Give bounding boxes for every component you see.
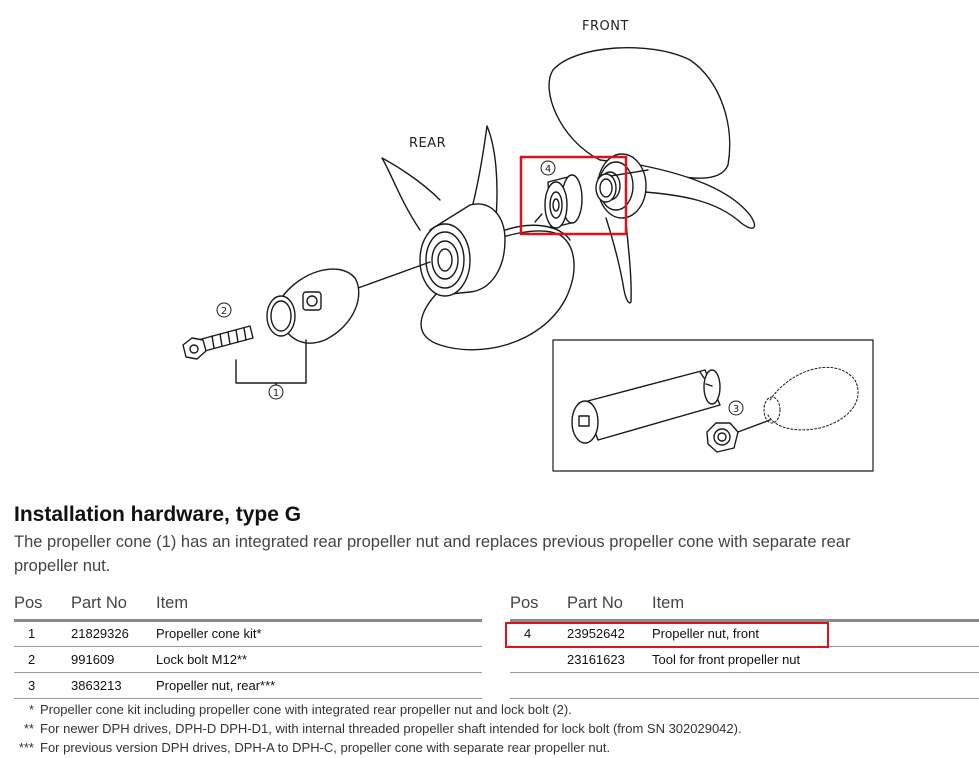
cell-pos: 4 [510, 620, 567, 647]
cell-item: Tool for front propeller nut [652, 646, 979, 673]
front-propeller-nut [534, 173, 617, 229]
cell-part-no: 991609 [71, 646, 156, 673]
header-pos: Pos [14, 594, 71, 622]
section-description: The propeller cone (1) has an integrated… [14, 533, 851, 575]
footnote-text: For previous version DPH drives, DPH-A t… [40, 740, 611, 755]
shaft-line [357, 261, 431, 289]
section-title: Installation hardware, type G [14, 503, 302, 526]
callout-2-label: 2 [221, 306, 227, 317]
cell-pos: 3 [14, 672, 71, 699]
cell-item: Propeller nut, front [652, 620, 979, 647]
table-row: 2 991609 Lock bolt M12** [14, 646, 482, 673]
callout-4-label: 4 [545, 164, 551, 175]
callout-2-circle [216, 302, 232, 318]
footnote-mark: ** [23, 721, 34, 736]
lock-bolt [182, 325, 254, 360]
front-nut-tool [571, 369, 721, 444]
cell-part-no: 23952642 [567, 620, 652, 647]
propeller-cone [266, 268, 360, 344]
table-header-row: Pos Part No Item [14, 594, 482, 622]
cell-pos: 1 [14, 620, 71, 647]
tool-inset-frame [552, 339, 874, 472]
cell-part-no: 23161623 [567, 646, 652, 673]
header-item: Item [652, 594, 979, 622]
header-part-no: Part No [567, 594, 652, 622]
propeller-exploded-diagram: 2 1 4 3 FRONT REAR [182, 19, 874, 472]
cell-item: Lock bolt M12** [156, 646, 482, 673]
inset-guide-line [737, 419, 771, 433]
cell-item: Propeller cone kit* [156, 620, 482, 647]
footnotes: * Propeller cone kit including propeller… [14, 700, 742, 757]
cell-pos [510, 646, 567, 673]
cell-pos: 2 [14, 646, 71, 673]
callout-1-circle [268, 384, 284, 400]
cell-part-no: 3863213 [71, 672, 156, 699]
header-part-no: Part No [71, 594, 156, 622]
footnote-mark: *** [18, 740, 34, 755]
footnote-mark: * [28, 702, 34, 717]
cell-item [652, 672, 979, 699]
rear-label: REAR [409, 136, 446, 151]
table-row [510, 672, 979, 699]
cone-outline-dotted [763, 366, 859, 431]
callout-1-bracket [235, 339, 307, 384]
cell-part-no: 21829326 [71, 620, 156, 647]
table-row: 23161623 Tool for front propeller nut [510, 646, 979, 673]
parts-table-left: Pos Part No Item 1 21829326 Propeller co… [14, 594, 482, 699]
footnote: * Propeller cone kit including propeller… [14, 700, 742, 719]
row-4-highlight [505, 622, 829, 648]
callout-1-label: 1 [273, 388, 279, 399]
cell-pos [510, 672, 567, 699]
table-row: 4 23952642 Propeller nut, front [510, 620, 979, 647]
cell-item: Propeller nut, rear*** [156, 672, 482, 699]
front-label: FRONT [582, 19, 629, 34]
table-row: 3 3863213 Propeller nut, rear*** [14, 672, 482, 699]
footnote-text: Propeller cone kit including propeller c… [40, 702, 572, 717]
table-header-row: Pos Part No Item [510, 594, 979, 622]
parts-table-right: Pos Part No Item 4 23952642 Propeller nu… [510, 594, 979, 699]
table-row: 1 21829326 Propeller cone kit* [14, 620, 482, 647]
cell-part-no [567, 672, 652, 699]
front-propeller [548, 47, 756, 304]
front-nut-highlight [519, 155, 628, 236]
callout-3-circle [728, 400, 744, 416]
header-item: Item [156, 594, 482, 622]
rear-propeller-nut [706, 422, 739, 453]
footnote: ** For newer DPH drives, DPH-D DPH-D1, w… [14, 719, 742, 738]
footnote: *** For previous version DPH drives, DPH… [14, 738, 742, 757]
callout-3-label: 3 [733, 404, 739, 415]
callout-4-circle [540, 160, 556, 176]
footnote-text: For newer DPH drives, DPH-D DPH-D1, with… [40, 721, 742, 736]
header-pos: Pos [510, 594, 567, 622]
rear-propeller [381, 125, 575, 351]
